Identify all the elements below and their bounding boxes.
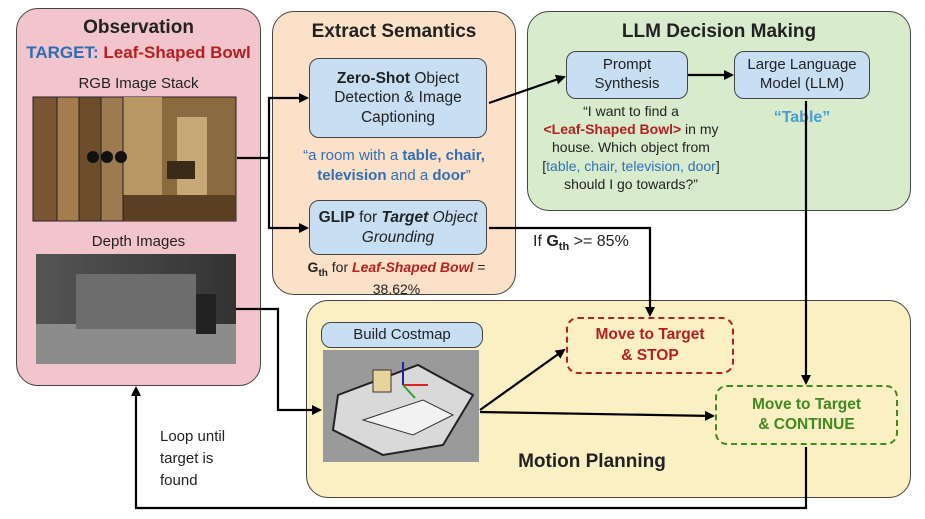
move-stop-line-2: & STOP bbox=[621, 346, 679, 364]
llm-box: Large Language Model (LLM) bbox=[734, 51, 870, 99]
question-list-open: [ bbox=[542, 157, 547, 174]
loop-line-3: found bbox=[160, 471, 198, 489]
gth-for: for bbox=[327, 259, 353, 275]
threshold-condition: If Gth >= 85% bbox=[533, 232, 629, 255]
move-continue-line-1: Move to Target bbox=[751, 395, 862, 413]
ellipsis-dot-2 bbox=[101, 151, 113, 163]
motion-title: Motion Planning bbox=[518, 451, 666, 472]
build-costmap-box: Build Costmap bbox=[321, 322, 483, 348]
loop-label: Loop until target is found bbox=[160, 426, 225, 491]
move-stop-line-1: Move to Target bbox=[595, 326, 705, 344]
llm-prompt-question: “I want to find a <Leaf-Shaped Bowl> in … bbox=[533, 102, 729, 193]
caption-table-chair: table, chair, bbox=[402, 147, 485, 164]
target-line: TARGET: Leaf-Shaped Bowl bbox=[16, 42, 261, 64]
move-continue-box: Move to Target & CONTINUE bbox=[715, 385, 898, 445]
glip-target: Target bbox=[381, 209, 429, 227]
costmap-visualization bbox=[323, 350, 479, 462]
observation-title: Observation bbox=[83, 17, 194, 38]
move-stop-text: Move to Target & STOP bbox=[595, 325, 704, 365]
arrow-costmap-to-stop bbox=[479, 348, 566, 411]
gth-object: Leaf-Shaped Bowl bbox=[352, 259, 474, 275]
robot-axis-z bbox=[402, 384, 416, 399]
move-continue-line-2: & CONTINUE bbox=[758, 416, 855, 433]
rgb-frame-2 bbox=[54, 96, 80, 222]
condition-g: G bbox=[546, 233, 559, 250]
question-line-4: should I go towards?” bbox=[564, 175, 698, 192]
semantics-title: Extract Semantics bbox=[311, 21, 477, 42]
question-line-3: house. Which object from bbox=[552, 139, 710, 156]
costmap-corridor bbox=[361, 399, 455, 436]
rgb-frame-table bbox=[167, 161, 195, 179]
loop-line-1: Loop until bbox=[160, 428, 226, 445]
zero-shot-detection-text: Zero-Shot Object Detection & Image Capti… bbox=[334, 69, 462, 127]
llm-panel: LLM Decision Making bbox=[527, 11, 911, 211]
question-list-close: ] bbox=[715, 157, 720, 174]
depth-images-label: Depth Images bbox=[91, 233, 186, 250]
glip-grounding-text: GLIP for Target Object Grounding bbox=[319, 208, 478, 247]
gth-symbol: G bbox=[307, 259, 319, 275]
scene-caption: “a room with a table, chair, television … bbox=[284, 146, 504, 185]
loop-line-2: target is bbox=[160, 449, 214, 467]
ellipsis-dot-1 bbox=[87, 151, 99, 163]
caption-and: and a bbox=[386, 166, 433, 184]
target-prefix: TARGET: bbox=[26, 43, 99, 62]
arrow-costmap-to-continue bbox=[479, 410, 715, 421]
rgb-image-stack bbox=[32, 96, 237, 222]
llm-answer: “Table” bbox=[773, 109, 831, 126]
condition-sub: th bbox=[558, 241, 570, 254]
gth-value: = 38.62% bbox=[372, 259, 486, 297]
prompt-synthesis-box: Prompt Synthesis bbox=[566, 51, 688, 99]
rgb-frame-1 bbox=[32, 96, 58, 222]
glip-object: Object bbox=[428, 209, 478, 227]
arrow-rgb-to-glip bbox=[267, 158, 309, 233]
question-list: table, chair, television, door bbox=[546, 157, 716, 174]
arrow-rgb-to-detection bbox=[237, 93, 309, 160]
glip-for: for bbox=[354, 209, 382, 227]
detection-rest-3: Captioning bbox=[360, 108, 436, 126]
depth-wall bbox=[76, 274, 196, 329]
gth-subscript: th bbox=[318, 267, 328, 279]
grounding-score: Gth for Leaf-Shaped Bowl = 38.62% bbox=[284, 258, 509, 298]
detection-rest-1: Object bbox=[410, 69, 460, 87]
arrow-detection-to-prompt bbox=[488, 74, 566, 105]
move-stop-box: Move to Target & STOP bbox=[566, 317, 734, 374]
caption-end: ” bbox=[465, 166, 471, 184]
rgb-frame-door bbox=[177, 117, 207, 195]
zero-shot-label: Zero-Shot bbox=[336, 69, 411, 87]
glip-grounding: Grounding bbox=[361, 228, 435, 246]
target-name: Leaf-Shaped Bowl bbox=[103, 43, 251, 62]
question-object: <Leaf-Shaped Bowl> bbox=[543, 121, 682, 138]
rgb-frame-floor bbox=[122, 195, 236, 221]
arrow-loop-back bbox=[131, 386, 808, 510]
arrow-depth-to-costmap bbox=[236, 307, 322, 415]
glip-grounding-box: GLIP for Target Object Grounding bbox=[309, 200, 487, 255]
llm-title: LLM Decision Making bbox=[621, 21, 817, 42]
question-line-2: in my bbox=[681, 121, 719, 138]
rgb-stack-label: RGB Image Stack bbox=[78, 75, 199, 92]
caption-television: television bbox=[317, 166, 387, 184]
caption-door: door bbox=[432, 166, 466, 184]
depth-image bbox=[36, 254, 236, 364]
ellipsis-dot-3 bbox=[115, 151, 127, 163]
costmap-object bbox=[372, 369, 392, 393]
depth-table bbox=[196, 294, 216, 334]
glip-label: GLIP bbox=[318, 209, 355, 227]
detection-rest-2: Detection & Image bbox=[334, 89, 462, 107]
arrow-glip-to-stop bbox=[489, 226, 655, 317]
condition-rest: >= 85% bbox=[569, 233, 629, 250]
caption-part-1: “a room with a bbox=[303, 147, 403, 164]
question-line-1: “I want to find a bbox=[583, 103, 679, 119]
zero-shot-detection-box: Zero-Shot Object Detection & Image Capti… bbox=[309, 58, 487, 138]
move-continue-text: Move to Target & CONTINUE bbox=[752, 395, 861, 435]
condition-prefix: If bbox=[533, 233, 547, 250]
